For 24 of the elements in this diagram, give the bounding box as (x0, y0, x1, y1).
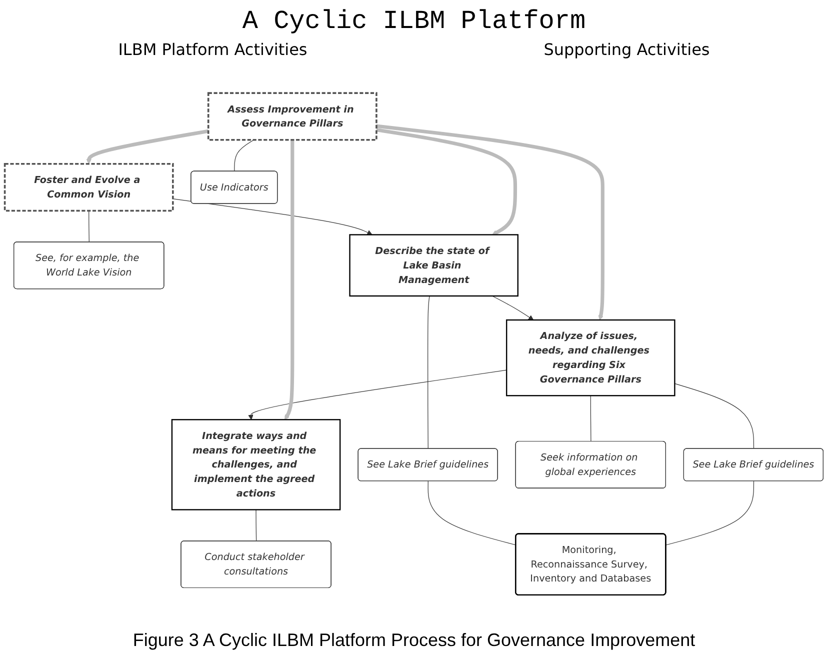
diagram-title: A Cyclic ILBM Platform (241, 6, 587, 36)
arrow (492, 296, 534, 320)
arrow (376, 128, 518, 236)
node-box: Assess Improvement in Governance Pillars (207, 92, 378, 141)
arrow (376, 124, 604, 320)
connector (256, 509, 257, 542)
figure-caption: Figure 3 A Cyclic ILBM Platform Process for Governance Improvement (132, 630, 696, 651)
connector (666, 480, 754, 546)
connector (428, 480, 516, 546)
connector (234, 140, 254, 172)
column-heading: Supporting Activities (544, 40, 710, 59)
arrow (86, 129, 209, 164)
column-heading: ILBM Platform Activities (118, 40, 308, 59)
arrow (172, 198, 372, 235)
connector (428, 296, 430, 450)
connector (590, 395, 592, 442)
arrow (248, 370, 507, 420)
connector (674, 383, 754, 450)
node-box: Describe the state of Lake Basin Management (349, 234, 518, 297)
arrow (284, 140, 294, 420)
node-box: Integrate ways and means for meeting the challenges, and implement the agreed actions (171, 419, 341, 510)
node-box: Foster and Evolve a Common Vision (4, 162, 174, 212)
node-box: Analyze of issues, needs, and challenges regarding Six Governance Pillars (506, 319, 676, 396)
connector (88, 210, 90, 243)
